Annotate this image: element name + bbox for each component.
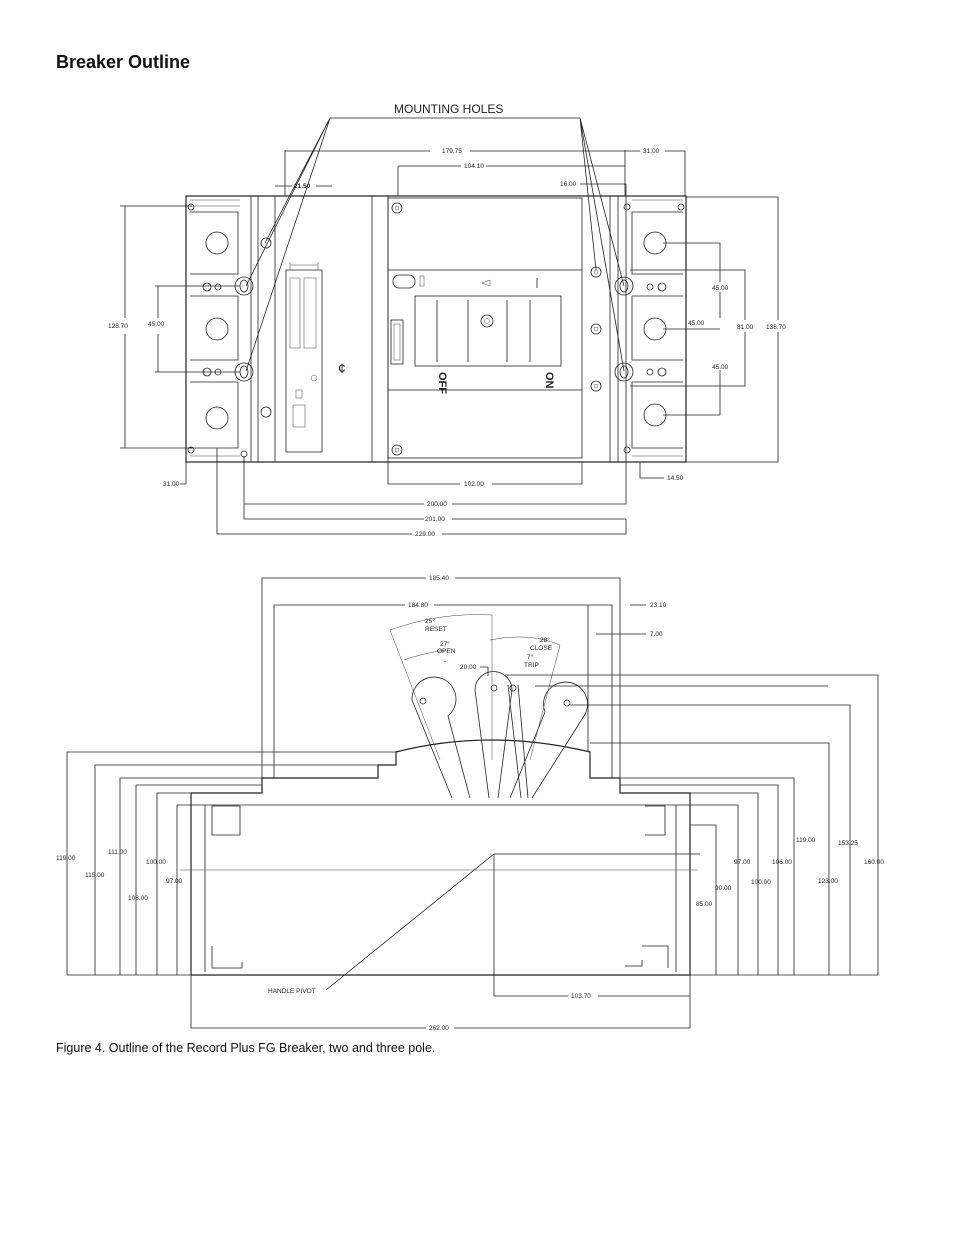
dimension-label: 81.00 — [737, 324, 754, 331]
side-view-dimensions: 185.40 184.80 23.10 7.00 119.00 115.00 1… — [56, 575, 884, 1032]
handle-positions — [389, 614, 588, 799]
side-view: 25° RESET 27° OPEN 28° CLOSE 7° TRIP 20.… — [56, 575, 884, 1032]
mounting-holes-leader-left — [245, 117, 331, 372]
accessory-slot: ¢ — [285, 262, 346, 453]
dimension-label: 7.00 — [650, 631, 663, 638]
side-view-body — [190, 739, 691, 976]
dimension-label: 23.10 — [650, 602, 667, 609]
dimension-label: 85.00 — [696, 901, 713, 908]
dimension-label: 115.00 — [85, 872, 105, 879]
mounting-holes-left — [234, 237, 272, 458]
centerline-symbol: ¢ — [338, 360, 346, 376]
mounting-holes-label: MOUNTING HOLES — [394, 102, 503, 116]
dimension-label: 229.00 — [415, 531, 435, 538]
dimension-label: 100.00 — [146, 859, 166, 866]
dimension-label: 200.00 — [427, 501, 447, 508]
handle-pivot-label: HANDLE PIVOT — [268, 988, 316, 995]
top-view: MOUNTING HOLES — [108, 102, 786, 538]
dimension-label: 185.40 — [429, 575, 449, 582]
on-label: ON — [543, 372, 555, 389]
dimension-label: 104.10 — [464, 163, 484, 170]
dimension-label: 31.00 — [163, 481, 180, 488]
center-cover: OFF ON — [387, 197, 602, 459]
dimension-label: 45.00 — [712, 364, 729, 371]
off-label: OFF — [436, 372, 448, 394]
top-view-dimensions: 179.75 104.10 31.00 21.50 16.00 128.70 4… — [108, 148, 786, 538]
dimension-label: 45.00 — [148, 321, 165, 328]
dimension-label: 123.00 — [818, 878, 838, 885]
dimension-label: 45.00 — [712, 285, 729, 292]
dimension-label: CLOSE — [530, 645, 553, 652]
dimension-label: 20.00 — [460, 664, 477, 671]
dimension-label: 31.00 — [643, 148, 660, 155]
dimension-label: 119.00 — [56, 855, 76, 862]
dimension-label: 111.00 — [108, 849, 127, 856]
dimension-label: 7° — [527, 653, 534, 661]
dimension-label: 97.00 — [166, 878, 183, 885]
dimension-label: 119.00 — [796, 837, 816, 844]
dimension-label: 201.00 — [425, 516, 445, 523]
dimension-label: 28° — [540, 636, 550, 644]
dimension-label: 90.00 — [715, 885, 732, 892]
dimension-label: 45.00 — [688, 320, 705, 327]
dimension-label: 27° — [440, 640, 450, 648]
dimension-label: 25° — [425, 617, 435, 625]
right-terminals — [614, 199, 685, 457]
dimension-label: 128.70 — [108, 323, 128, 330]
dimension-label: 14.50 — [667, 475, 684, 482]
dimension-label: 262.00 — [429, 1025, 449, 1032]
dimension-label: 160.00 — [864, 859, 884, 866]
dimension-label: RESET — [425, 626, 447, 633]
page-heading: Breaker Outline — [56, 52, 191, 72]
figure-caption: Figure 4. Outline of the Record Plus FG … — [56, 1041, 436, 1055]
dimension-label: 108.00 — [128, 895, 148, 902]
dimension-label: 100.00 — [751, 879, 771, 886]
dimension-label: 184.80 — [408, 602, 428, 609]
dimension-label: 16.00 — [560, 181, 577, 188]
dimension-label: 97.00 — [734, 859, 751, 866]
dimension-label: TRIP — [524, 662, 539, 669]
dimension-label: 179.75 — [442, 148, 462, 155]
mounting-holes-leader-right — [579, 117, 625, 372]
dimension-label: 103.70 — [571, 993, 591, 1000]
dimension-label: 21.50 — [294, 183, 311, 190]
dimension-label: 102.00 — [464, 481, 484, 488]
left-terminals — [187, 199, 240, 457]
dimension-label: 153.25 — [838, 840, 858, 847]
svg-text:-: - — [444, 658, 446, 665]
dimension-label: 106.00 — [772, 859, 792, 866]
dimension-label: 138.70 — [766, 324, 786, 331]
dimension-label: OPEN — [437, 648, 456, 655]
